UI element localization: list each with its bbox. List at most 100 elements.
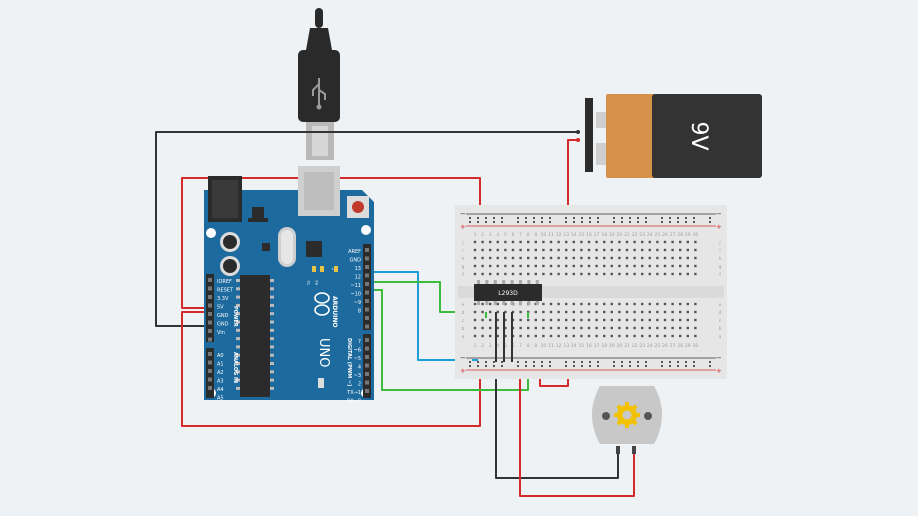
digital-pin-label-2: ~5 [354, 356, 361, 362]
bb-row-i: i [462, 248, 463, 254]
bb-col-bottom-4: 4 [496, 343, 499, 349]
bb-col-top-13: 13 [563, 232, 569, 238]
svg-text:+: + [460, 367, 466, 375]
gear-icon [614, 402, 640, 428]
power-header [206, 274, 214, 342]
wire-red-motor[interactable] [519, 312, 635, 497]
bb-row-b: b [462, 326, 465, 332]
battery-9v[interactable]: 9V [576, 94, 762, 178]
power-pin-label-1: RESET [217, 288, 234, 294]
reset-button[interactable] [347, 196, 369, 218]
analog-pin-label-1: A1 [217, 362, 224, 368]
bb-col-bottom-17: 17 [594, 343, 600, 349]
bb-row-c-right: c [719, 319, 722, 324]
bb-row-h-right: h [719, 256, 722, 262]
bb-col-bottom-8: 8 [527, 343, 530, 349]
chip-label: L293D [498, 290, 518, 297]
digital-pin-label-6: TX→1 [346, 390, 361, 396]
bb-row-g-right: g [719, 265, 722, 270]
bb-row-j-right: j [718, 240, 720, 246]
bb-col-bottom-6: 6 [512, 343, 515, 349]
wire-red-gnd-loop[interactable] [181, 306, 481, 427]
analog-pin-label-5: A5 [217, 396, 224, 402]
bb-col-bottom-15: 15 [579, 343, 585, 349]
digital-pin-label-1: ~6 [354, 348, 361, 354]
svg-text:−: − [716, 210, 722, 218]
bb-col-bottom-26: 26 [662, 343, 668, 349]
tx-led-label: TX [307, 280, 311, 286]
bb-row-d: d [462, 310, 465, 316]
bb-col-top-5: 5 [504, 232, 507, 238]
digital-pin-label-5: ~10 [350, 292, 361, 298]
dc-motor[interactable] [592, 386, 662, 454]
bb-col-top-9: 9 [534, 232, 537, 238]
bb-col-bottom-29: 29 [685, 343, 691, 349]
bb-col-top-15: 15 [579, 232, 585, 238]
digital-pin-label-3: 4 [358, 365, 361, 371]
digital-header-top [363, 244, 371, 330]
bb-col-top-6: 6 [512, 232, 515, 238]
bb-col-bottom-28: 28 [677, 343, 683, 349]
bb-col-bottom-23: 23 [639, 343, 645, 349]
power-pin-label-4: GND [217, 313, 229, 319]
bb-row-e-right: e [719, 303, 722, 308]
digital-pin-label-0: AREF [348, 249, 361, 255]
bb-row-j: j [461, 240, 463, 246]
bb-col-bottom-11: 11 [548, 343, 554, 349]
usb-icon [312, 78, 326, 110]
rx-led-label: RX [315, 280, 319, 285]
bb-col-top-27: 27 [670, 232, 676, 238]
bb-col-bottom-21: 21 [624, 343, 630, 349]
analog-pin-label-3: A3 [217, 379, 224, 385]
analog-pin-label-2: A2 [217, 370, 224, 376]
bb-col-bottom-14: 14 [571, 343, 577, 349]
bb-col-bottom-13: 13 [563, 343, 569, 349]
bb-col-top-2: 2 [481, 232, 484, 238]
bb-col-bottom-10: 10 [541, 343, 547, 349]
bb-col-bottom-3: 3 [489, 343, 492, 349]
svg-text:+: + [460, 223, 466, 231]
wire-blue-gnd[interactable] [372, 271, 472, 361]
bb-row-d-right: d [719, 310, 722, 316]
bb-row-b-right: b [719, 326, 722, 332]
bb-col-top-20: 20 [617, 232, 623, 238]
digital-pin-label-7: 8 [358, 309, 361, 315]
bb-col-top-4: 4 [496, 232, 499, 238]
digital-pin-label-1: GND [350, 258, 362, 264]
bb-col-top-29: 29 [685, 232, 691, 238]
bb-col-top-21: 21 [624, 232, 630, 238]
power-pin-label-0: IOREF [217, 279, 232, 285]
bb-col-top-18: 18 [601, 232, 607, 238]
power-pin-label-6: Vin [217, 330, 225, 336]
bb-col-bottom-27: 27 [670, 343, 676, 349]
wire-ends [472, 312, 529, 362]
bb-col-bottom-1: 1 [474, 343, 477, 349]
arduino-logo-icon [314, 292, 330, 316]
digital-pin-label-3: 12 [355, 275, 361, 281]
usb-cable[interactable] [298, 8, 340, 160]
digital-pin-label-4: ~3 [354, 373, 361, 379]
bb-col-top-8: 8 [527, 232, 530, 238]
digital-pin-label-2: 13 [355, 266, 361, 272]
svg-text:−: − [716, 354, 722, 362]
bb-col-bottom-25: 25 [655, 343, 661, 349]
arduino-uno-board[interactable]: TX RX L ARDUINO UNO IOREFRESET3.3V5VGNDG… [204, 166, 374, 405]
bb-row-c: c [462, 319, 465, 324]
wire-black-motor[interactable] [495, 312, 619, 479]
bb-col-bottom-24: 24 [647, 343, 653, 349]
bb-row-e: e [462, 303, 465, 308]
digital-pin-label-4: ~11 [350, 283, 361, 289]
svg-text:+: + [716, 367, 722, 375]
bb-col-top-10: 10 [541, 232, 547, 238]
bb-row-a-right: a [719, 335, 722, 340]
l293d-chip[interactable]: L293D [474, 280, 542, 305]
power-pin-label-5: GND [217, 322, 229, 328]
bb-col-top-12: 12 [556, 232, 562, 238]
bb-col-top-11: 11 [548, 232, 554, 238]
analog-header-label: ANALOG IN [232, 352, 238, 383]
digital-pin-label-6: ~9 [354, 300, 361, 306]
bb-col-bottom-16: 16 [586, 343, 592, 349]
svg-text:+: + [716, 223, 722, 231]
bb-col-bottom-19: 19 [609, 343, 615, 349]
